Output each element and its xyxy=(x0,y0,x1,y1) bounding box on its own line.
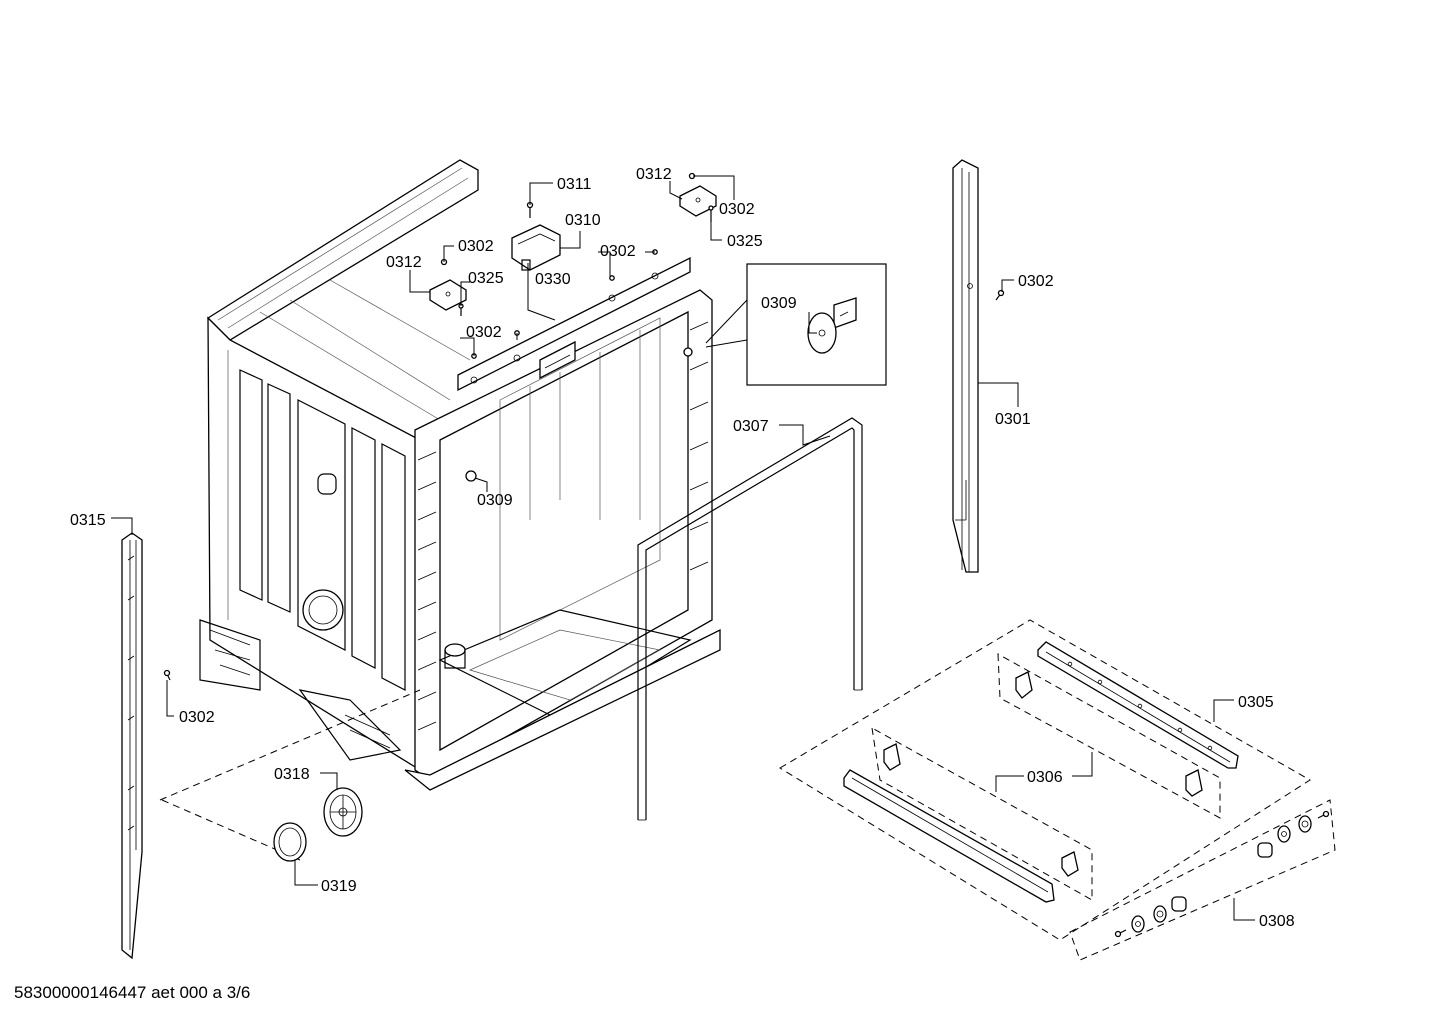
label-0309-tub: 0309 xyxy=(477,492,513,509)
label-0302-center: 0302 xyxy=(600,243,636,260)
part-labels: 0311 0310 0312 0302 0325 0312 0302 0325 … xyxy=(70,166,1295,930)
base-rail-assembly xyxy=(779,619,1336,961)
document-id: 58300000146447 aet 000 a 3/6 xyxy=(14,983,250,1002)
leader-lines xyxy=(111,175,1255,921)
label-0302-right: 0302 xyxy=(1018,273,1054,290)
side-rail-0315 xyxy=(121,532,143,960)
detail-box-0309 xyxy=(705,263,887,386)
label-0302-left: 0302 xyxy=(458,238,494,255)
label-0315: 0315 xyxy=(70,512,106,529)
label-0302-mid: 0302 xyxy=(466,324,502,341)
label-0306: 0306 xyxy=(1027,769,1063,786)
label-0312-top: 0312 xyxy=(636,166,672,183)
label-0308: 0308 xyxy=(1259,913,1295,930)
label-0302-lower: 0302 xyxy=(179,709,215,726)
label-0312-left: 0312 xyxy=(386,254,422,271)
side-rail-0301 xyxy=(952,159,979,573)
vent-parts xyxy=(159,689,421,862)
label-0325-left: 0325 xyxy=(468,270,504,287)
label-0301: 0301 xyxy=(995,411,1031,428)
label-0309-detail: 0309 xyxy=(761,295,797,312)
label-0307: 0307 xyxy=(733,418,769,435)
label-0311: 0311 xyxy=(557,176,592,193)
label-0310: 0310 xyxy=(565,212,601,229)
label-0330: 0330 xyxy=(535,271,571,288)
label-0318: 0318 xyxy=(274,766,310,783)
door-gasket-0307 xyxy=(637,417,863,821)
label-0302-top: 0302 xyxy=(719,201,755,218)
label-0319: 0319 xyxy=(321,878,357,895)
label-0305: 0305 xyxy=(1238,694,1274,711)
label-0325-top: 0325 xyxy=(727,233,763,250)
